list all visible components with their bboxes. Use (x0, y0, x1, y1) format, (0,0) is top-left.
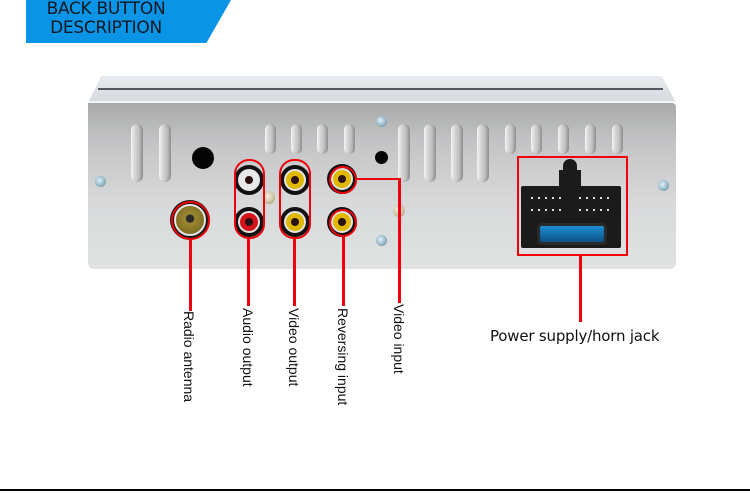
vent-slot (131, 124, 143, 182)
vent-slot (265, 124, 276, 154)
vent-slot (451, 124, 463, 182)
label-audio-output: Audio output (240, 308, 256, 387)
vent-slot (344, 124, 355, 154)
vent-slot (558, 124, 569, 154)
label-power-supply: Power supply/horn jack (490, 327, 660, 345)
screw-icon (658, 180, 669, 191)
vent-slot (398, 124, 410, 182)
header-title-line1: BACK BUTTON (46, 0, 166, 19)
header-title-line2: DESCRIPTION (50, 18, 162, 38)
callout-box-power-supply (517, 156, 628, 256)
mount-hole (192, 147, 214, 169)
label-video-output: Video output (286, 308, 302, 387)
callout-box-audio-output (234, 159, 265, 239)
callout-box-reversing-input (329, 209, 357, 237)
callout-line-video-output (293, 239, 296, 306)
callout-line-radio-antenna (189, 240, 192, 311)
vent-slot (585, 124, 596, 154)
label-reversing-input: Reversing input (335, 308, 351, 406)
vent-slot (477, 124, 489, 182)
vent-slot (612, 124, 623, 154)
vent-slot (424, 124, 436, 182)
connector-pins (577, 197, 612, 199)
vent-slot (159, 124, 171, 182)
label-radio-antenna: Radio antenna (181, 311, 197, 403)
callout-box-video-input (329, 166, 357, 194)
fuse-icon (540, 226, 604, 242)
mount-hole (375, 151, 388, 164)
vent-slot (291, 124, 302, 154)
callout-line-reversing-input (342, 237, 345, 306)
connector-pins (577, 209, 612, 211)
screw-icon (376, 235, 387, 246)
header-banner (26, 0, 231, 43)
screw-icon (263, 191, 275, 204)
callout-line-audio-output (247, 239, 250, 306)
screw-icon (376, 116, 387, 127)
footer-divider (0, 489, 750, 491)
vent-slot (531, 124, 542, 154)
callout-line-power-supply (579, 256, 582, 322)
connector-tab (559, 170, 581, 188)
label-video-input: Video input (391, 304, 407, 374)
callout-box-video-output (279, 159, 311, 239)
callout-line-video-input-h (357, 178, 401, 180)
screw-icon (95, 176, 106, 187)
connector-pins (529, 197, 564, 199)
connector-pins (529, 209, 564, 211)
vent-slot (317, 124, 328, 154)
panel-top-groove (98, 88, 663, 90)
header-title: BACK BUTTON DESCRIPTION (26, 0, 186, 38)
callout-line-video-input (398, 178, 401, 303)
panel-edge-highlight (88, 101, 676, 103)
callout-box-radio-antenna (171, 201, 210, 240)
vent-slot (505, 124, 516, 154)
